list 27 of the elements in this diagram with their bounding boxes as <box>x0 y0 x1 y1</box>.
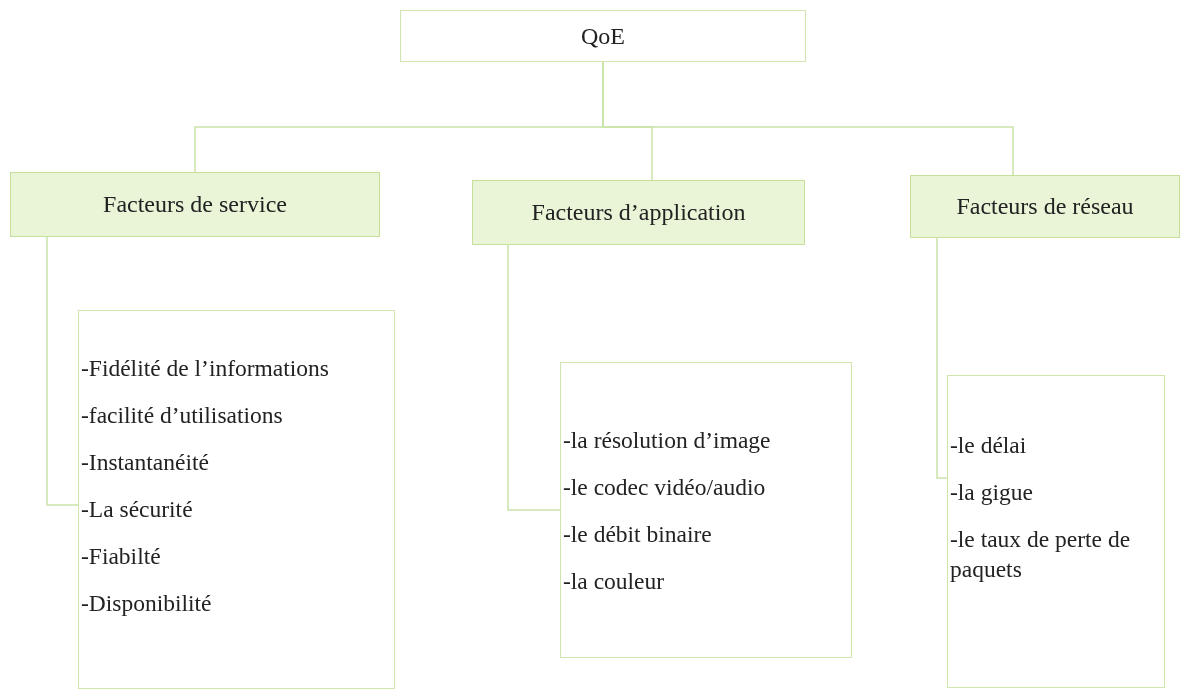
list-item: -la résolution d’image <box>563 426 772 455</box>
list-item: -Instantanéité <box>81 448 210 477</box>
list-box <box>560 362 852 658</box>
list-box <box>947 375 1165 688</box>
box-label: Facteurs d’application <box>531 199 746 226</box>
list-item: -le délai <box>950 431 1028 460</box>
connector-line <box>46 236 79 506</box>
connector-line <box>507 244 561 511</box>
list-item: -Disponibilité <box>81 589 213 618</box>
category-box <box>472 180 805 245</box>
list-item: -le débit binaire <box>563 520 713 549</box>
list-item: -le codec vidéo/audio <box>563 473 767 502</box>
category-box <box>10 172 380 237</box>
list-item: -la gigue <box>950 478 1034 507</box>
list-item: -le taux de perte de paquets <box>950 525 1132 584</box>
box-label: QoE <box>581 22 625 50</box>
list-item: -facilité d’utilisations <box>81 401 284 430</box>
root-box <box>400 10 806 62</box>
list-item: -la couleur <box>563 567 666 596</box>
list-box <box>78 310 395 689</box>
box-label: Facteurs de service <box>103 191 287 218</box>
category-box <box>910 175 1180 238</box>
list-item: -Fidélité de l’informations <box>81 354 330 383</box>
connector-line <box>936 237 948 479</box>
list-item: -Fiabilté <box>81 542 162 571</box>
list-item: -La sécurité <box>81 495 194 524</box>
box-label: Facteurs de réseau <box>956 193 1134 220</box>
